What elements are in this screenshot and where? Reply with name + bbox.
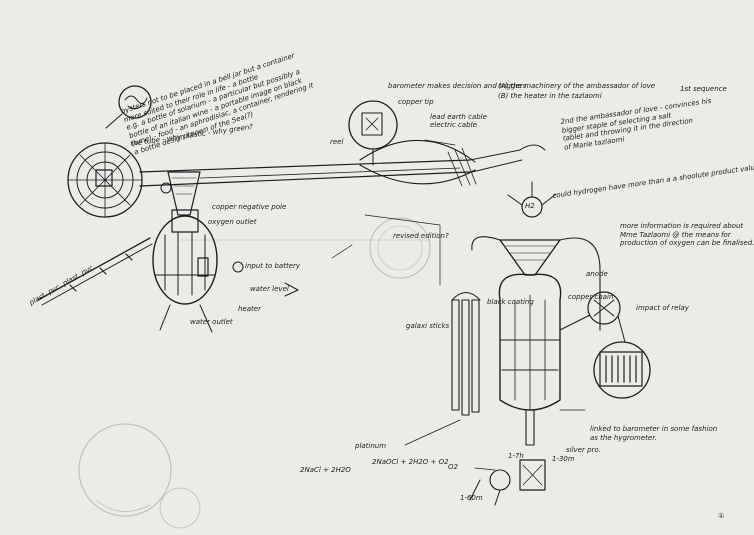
electric-cable-label: electric cable [430,121,477,129]
more-info-line: Mme Tazlaomi @ the means for [620,230,731,239]
impact-relay-label: impact of relay [636,304,689,312]
long-plastic-tube [139,139,546,187]
equation-products: 2NaOCl + 2H2O + O2 [372,458,449,466]
black-coating-label: black coating [487,298,534,306]
cable-reel-drum [67,142,143,218]
oxygen-symbol: O2 [448,463,458,471]
list-item-a: (A) the machinery of the ambassador of l… [498,82,656,90]
platinum-label: platinum [355,442,387,450]
anode-label: anode [586,270,608,278]
pointer-lines [331,139,586,471]
linked-barometer-line: linked to barometer in some fashion [590,425,718,433]
list-item-b: (B) the heater in the tazlaomi [498,92,602,100]
water-level-label: water level [250,285,289,293]
revised-edition-label: revised edition? [393,232,449,240]
galaxi-sticks-label: galaxi sticks [406,322,450,330]
copper-tip-label: copper tip [398,98,434,106]
barometer-circle [348,100,398,166]
silver-label: silver pro. [566,446,601,454]
linked-barometer-line: as the hygrometer. [590,433,657,442]
water-outlet-label: water outlet [190,318,233,326]
more-info-line: production of oxygen can be finalised. [620,239,754,247]
oyster-circle [105,85,152,129]
left-electrolysis-flask [152,171,299,333]
faint-pencil-circles [78,217,431,529]
more-info-note: more information is required about Mme T… [620,222,754,248]
time-label-3: 1-60m [460,494,483,502]
more-info-line: more information is required about [620,222,744,230]
reel-label: reel [330,138,344,146]
input-battery-label: input to battery [245,262,301,270]
relay-and-battery [559,291,651,399]
hydrogen-generator [469,181,601,506]
page-number: ① [718,512,725,520]
galaxi-sticks [451,292,481,416]
linked-barometer-note: linked to barometer in some fashion as t… [590,425,717,442]
earth-cable-label: lead earth cable [430,113,487,121]
copper-chain-label: copper chain [568,293,614,301]
oxygen-outlet-label: oxygen outlet [208,218,257,226]
time-label-1: 1-7h [508,452,524,460]
time-label-2: 1-30m [552,455,575,463]
first-sequence: 1st sequence [680,85,727,93]
left-hose [37,237,153,306]
heater-label: heater [238,305,261,313]
barometer-note: barometer makes decision and triggers [388,82,527,90]
hydrogen-symbol: H2 [525,202,535,210]
copper-pole-label: copper negative pole [212,203,287,211]
equation-reactants: 2NaCl + 2H2O [300,466,351,474]
